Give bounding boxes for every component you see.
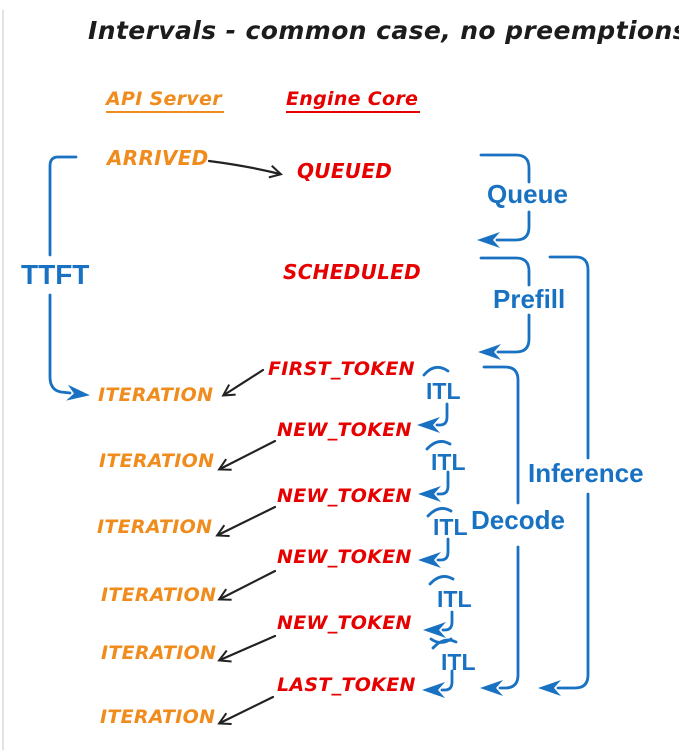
- interval-label-itl-3: ITL: [433, 514, 468, 540]
- event-new-token-4: NEW_TOKEN: [277, 612, 412, 634]
- event-scheduled: SCHEDULED: [283, 260, 422, 284]
- arrow-new-token4-to-iteration: [217, 634, 277, 663]
- diagram-title: Intervals - common case, no preemptions: [88, 16, 679, 45]
- event-queued: QUEUED: [297, 159, 393, 183]
- column-header-engine-core: Engine Core: [286, 89, 421, 113]
- inference-bracket: [538, 255, 590, 696]
- event-new-token-1: NEW_TOKEN: [277, 419, 412, 441]
- arrow-arrived-to-queued: [207, 159, 283, 179]
- itl-bracket-1: [417, 365, 450, 433]
- event-iteration-2: ITERATION: [99, 450, 215, 472]
- interval-label-decode: Decode: [471, 505, 565, 535]
- interval-label-inference: Inference: [528, 458, 644, 488]
- interval-label-itl-2: ITL: [431, 449, 466, 475]
- event-first-token: FIRST_TOKEN: [268, 358, 415, 380]
- event-new-token-2: NEW_TOKEN: [277, 485, 412, 507]
- event-iteration-3: ITERATION: [97, 516, 213, 538]
- interval-label-itl-5: ITL: [441, 649, 476, 675]
- event-iteration-5: ITERATION: [101, 642, 217, 664]
- event-new-token-3: NEW_TOKEN: [277, 546, 412, 568]
- page-edge-line: [2, 10, 4, 750]
- arrow-new-token2-to-iteration: [215, 505, 277, 537]
- interval-label-itl-1: ITL: [426, 378, 461, 404]
- event-iteration-6: ITERATION: [100, 706, 216, 728]
- ttft-bracket: [48, 155, 90, 401]
- event-last-token: LAST_TOKEN: [277, 674, 416, 696]
- event-iteration-1: ITERATION: [98, 384, 214, 406]
- decode-bracket: [480, 365, 520, 696]
- itl-bracket-3: [418, 507, 453, 568]
- arrow-first-token-to-iteration: [221, 368, 265, 397]
- queue-bracket: [477, 153, 531, 248]
- event-iteration-4: ITERATION: [101, 584, 217, 606]
- arrow-new-token1-to-iteration: [217, 439, 277, 471]
- interval-label-queue: Queue: [487, 179, 568, 209]
- column-header-api-server: API Server: [106, 89, 224, 113]
- prefill-bracket: [478, 256, 531, 360]
- interval-label-itl-4: ITL: [437, 586, 472, 612]
- interval-label-prefill: Prefill: [493, 284, 566, 314]
- arrow-new-token3-to-iteration: [217, 569, 277, 601]
- itl-bracket-2: [418, 440, 452, 502]
- itl-bracket-5: [422, 638, 458, 698]
- event-arrived: ARRIVED: [107, 146, 209, 170]
- interval-label-ttft: TTFT: [21, 259, 90, 290]
- arrow-last-token-to-iteration: [217, 695, 275, 725]
